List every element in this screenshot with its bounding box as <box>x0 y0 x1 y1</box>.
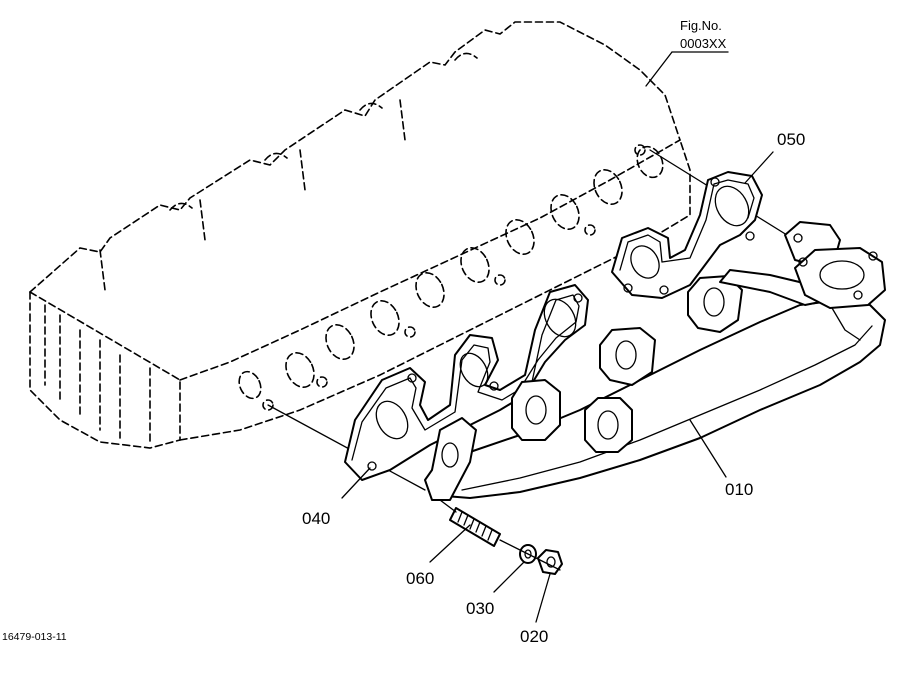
exhaust-manifold-010 <box>424 221 886 501</box>
cylinder-head <box>29 21 796 491</box>
callout-030: 030 <box>466 599 494 618</box>
stud-060 <box>439 499 501 547</box>
callout-050: 050 <box>777 130 805 149</box>
nut-020 <box>499 539 563 575</box>
callout-060: 060 <box>406 569 434 588</box>
figure-label-line2: 0003XX <box>680 36 727 51</box>
callout-020: 020 <box>520 627 548 646</box>
outlet-flange <box>784 221 886 341</box>
leader-lines <box>341 51 774 623</box>
callout-010: 010 <box>725 480 753 499</box>
head-ports <box>238 144 664 411</box>
gasket-040 <box>344 284 589 481</box>
figure-label-line1: Fig.No. <box>680 18 722 33</box>
callout-040: 040 <box>302 509 330 528</box>
drawing-code: 16479-013-11 <box>2 631 67 643</box>
